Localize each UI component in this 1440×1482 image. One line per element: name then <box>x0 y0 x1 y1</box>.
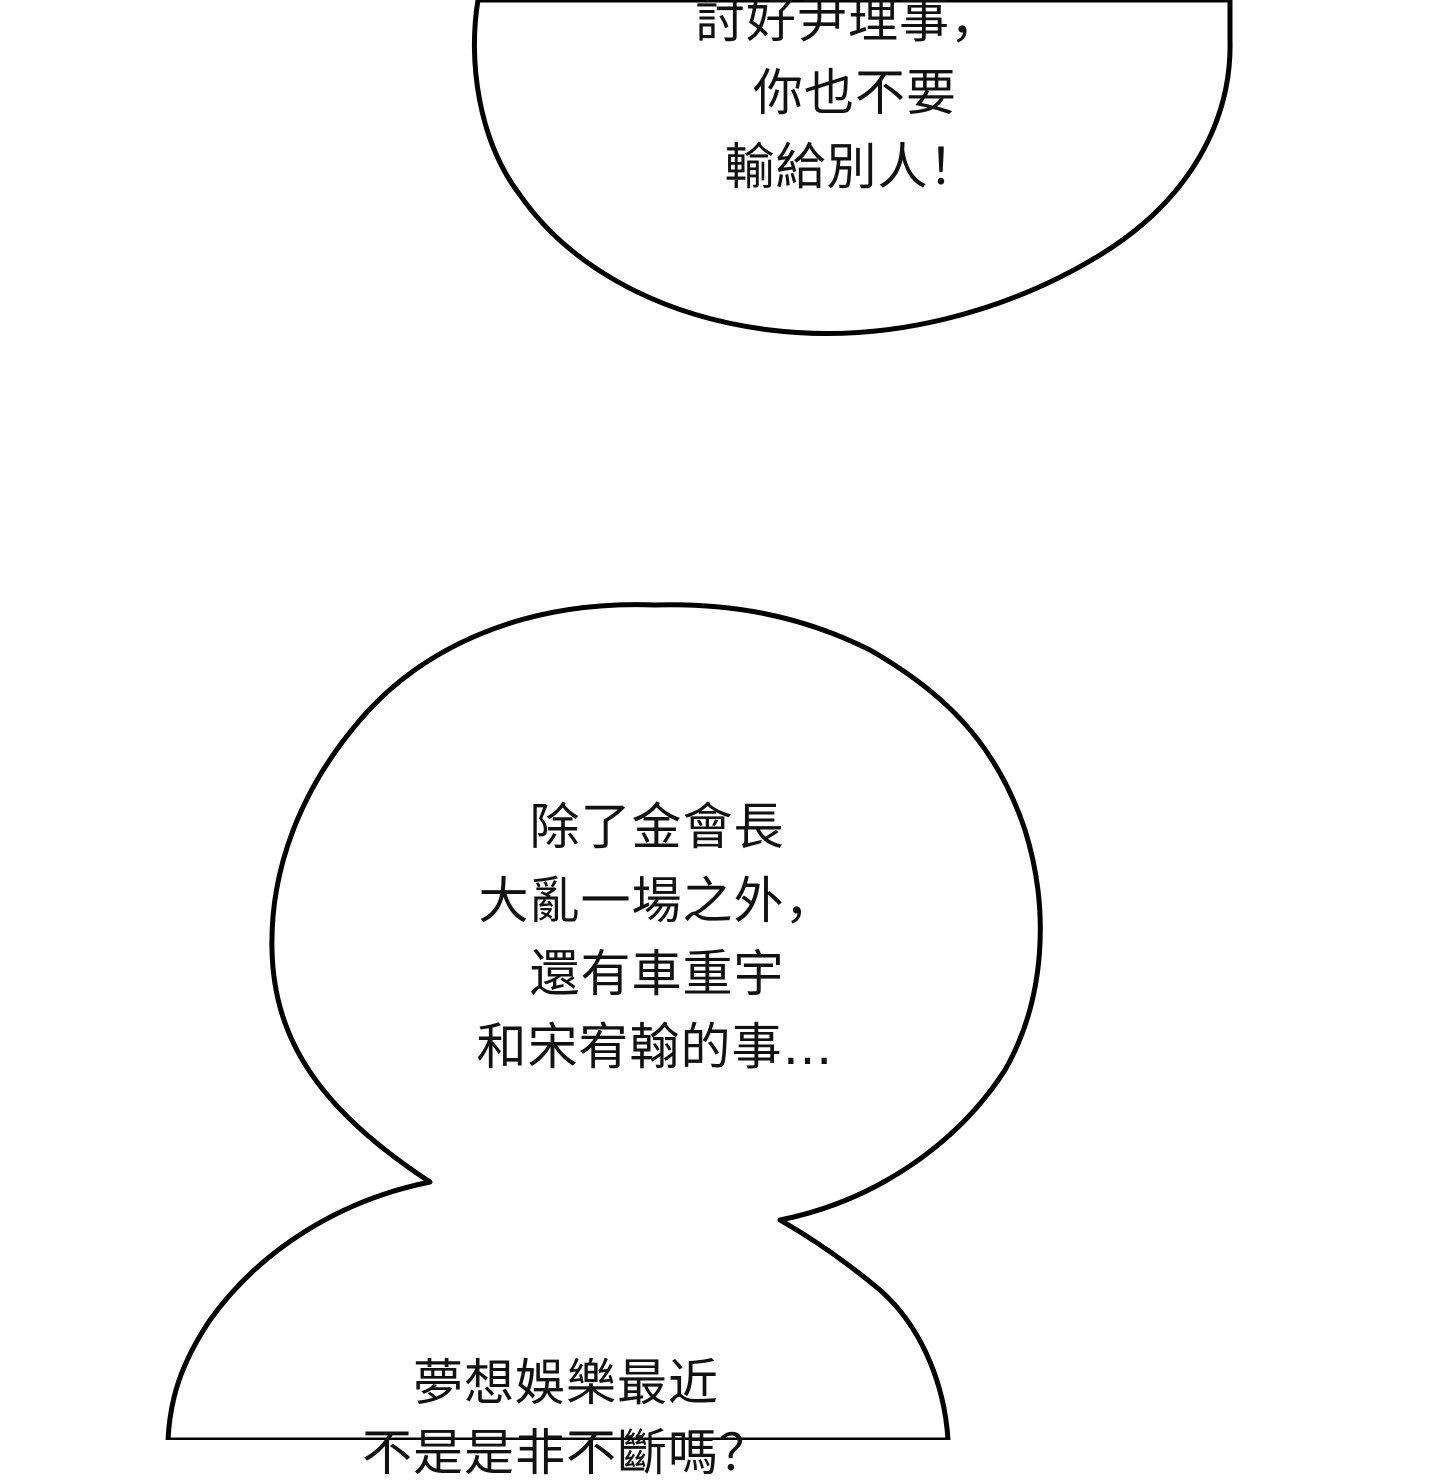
dialogue-line: 討好尹理事， <box>695 0 1001 49</box>
speech-bubbles <box>165 0 1233 1440</box>
dialogue-line: 還有車重宇 <box>529 945 785 1003</box>
dialogue-line: 除了金會長 <box>529 798 785 856</box>
dialogue-line: 和宋宥翰的事… <box>476 1018 834 1076</box>
dialogue-line: 輸給別人！ <box>724 138 980 196</box>
dialogue-line: 夢想娛樂最近 <box>413 1354 719 1412</box>
dialogue-line: 不是是非不斷嗎？ <box>362 1424 770 1482</box>
dialogue-line: 大亂一場之外， <box>478 872 836 930</box>
speech-bubble-lower <box>165 602 1043 1440</box>
speech-bubble-top <box>471 0 1233 336</box>
dialogue-line: 你也不要 <box>753 64 957 122</box>
